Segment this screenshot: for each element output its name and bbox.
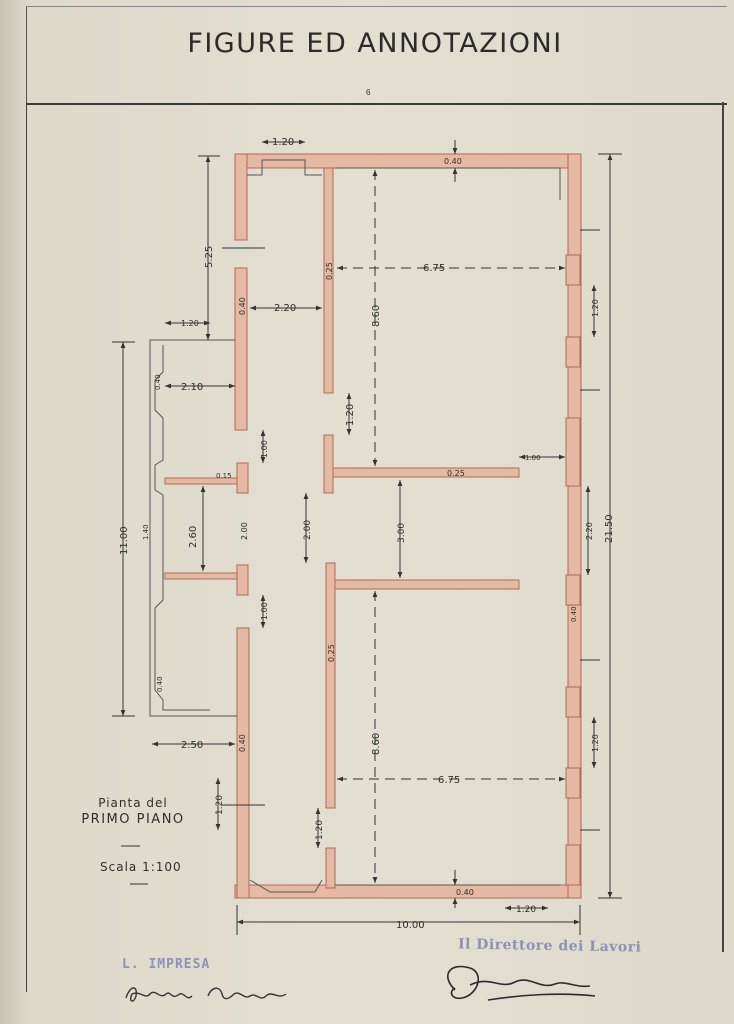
- dim-right-wall-mid: 0.40: [570, 606, 578, 622]
- dim-bottom-wall: 0.40: [456, 888, 474, 897]
- dim-room-width-low: 6.75: [438, 775, 460, 786]
- dim-left-inner: 1.40: [142, 524, 150, 540]
- left-border-line: [26, 102, 27, 992]
- left-annex-outline: [149, 159, 561, 893]
- page-number: 6: [366, 88, 371, 97]
- dim-left-block-height: 11.00: [119, 526, 130, 555]
- header-frame: [26, 6, 727, 105]
- dim-bottom-opening: 1.20: [516, 905, 536, 915]
- dim-partition-upper: 0.25: [325, 262, 334, 280]
- dim-room-height-top: 8.60: [371, 305, 382, 327]
- dim-mid-partition: 0.25: [447, 469, 465, 478]
- dim-window-right-low: 1.20: [591, 734, 600, 752]
- dim-partition-lower: 0.25: [327, 644, 336, 662]
- right-border-line: [722, 102, 724, 952]
- dim-door-upper: 1.20: [345, 404, 356, 426]
- dim-room-width-top: 6.75: [423, 263, 445, 274]
- hall-top-wall: [332, 467, 520, 478]
- dim-left-room2: 2.60: [188, 526, 199, 548]
- page-title: FIGURE ED ANNOTAZIONI: [187, 28, 563, 59]
- dim-upper-left-height: 5.25: [204, 246, 215, 268]
- partition-upper: [323, 167, 334, 394]
- dim-window-right-upper: 1.20: [591, 299, 600, 317]
- dim-left-wall-low: 0.40: [156, 676, 164, 692]
- direttore-stamp: Il Direttore dei Lavori: [457, 936, 642, 956]
- impresa-stamp: L. IMPRESA: [122, 957, 211, 972]
- dim-total-width: 10.00: [396, 920, 425, 931]
- dim-left-width-low: 2.50: [181, 740, 203, 751]
- direttore-signature: [447, 965, 596, 1001]
- dim-wall-low: 0.40: [238, 734, 247, 752]
- left-block-wall-1: [164, 477, 238, 485]
- left-wall-lower: [236, 627, 250, 899]
- dim-left-room-width: 2.10: [181, 382, 203, 393]
- dim-left-bump: 1.20: [181, 319, 199, 328]
- plan-caption: Pianta del PRIMO PIANO: [78, 796, 188, 827]
- dim-corridor-gap: 2.00: [303, 520, 313, 540]
- dim-door-low-left: 1.20: [215, 795, 225, 815]
- caption-rules: [121, 845, 148, 885]
- caption-line-1: Pianta del: [98, 796, 168, 810]
- dim-corridor-width: 2.20: [274, 303, 296, 314]
- dim-left-room2-b: 2.00: [240, 522, 249, 540]
- caption-line-2: PRIMO PIANO: [81, 812, 185, 827]
- dimension-lines: [112, 139, 622, 935]
- dim-left-door-2: 1.00: [260, 602, 269, 620]
- walls: [164, 153, 582, 899]
- dim-small-wall: 0.15: [216, 472, 232, 480]
- left-wall-upper: [234, 153, 248, 241]
- dim-left-wall: 0.40: [154, 374, 162, 390]
- top-wall: [234, 153, 582, 169]
- dim-left-door-1: 1.00: [260, 440, 269, 458]
- dim-right-window-mid: 2.20: [585, 522, 594, 540]
- dim-top-opening: 1.20: [272, 137, 294, 148]
- left-block-wall-2: [164, 572, 238, 580]
- dim-right-stub: 1.00: [525, 454, 541, 462]
- hall-bottom-wall: [334, 579, 520, 590]
- dim-upper-wall-thick: 0.40: [238, 297, 247, 315]
- dim-total-height: 21.50: [604, 514, 615, 543]
- scale-label: Scala 1:100: [100, 860, 182, 874]
- dim-hall-depth: 3.00: [397, 523, 407, 543]
- partition-lower: [325, 562, 336, 809]
- dim-door-low: 1.20: [315, 820, 325, 840]
- impresa-signature: [125, 987, 287, 1002]
- dim-room-height-low: 8.60: [371, 733, 382, 755]
- dim-top-wall: 0.40: [444, 157, 462, 166]
- dimension-labels: 1.20 0.40 5.25 0.40 2.20 0.25 6.75 8.60 …: [119, 137, 615, 931]
